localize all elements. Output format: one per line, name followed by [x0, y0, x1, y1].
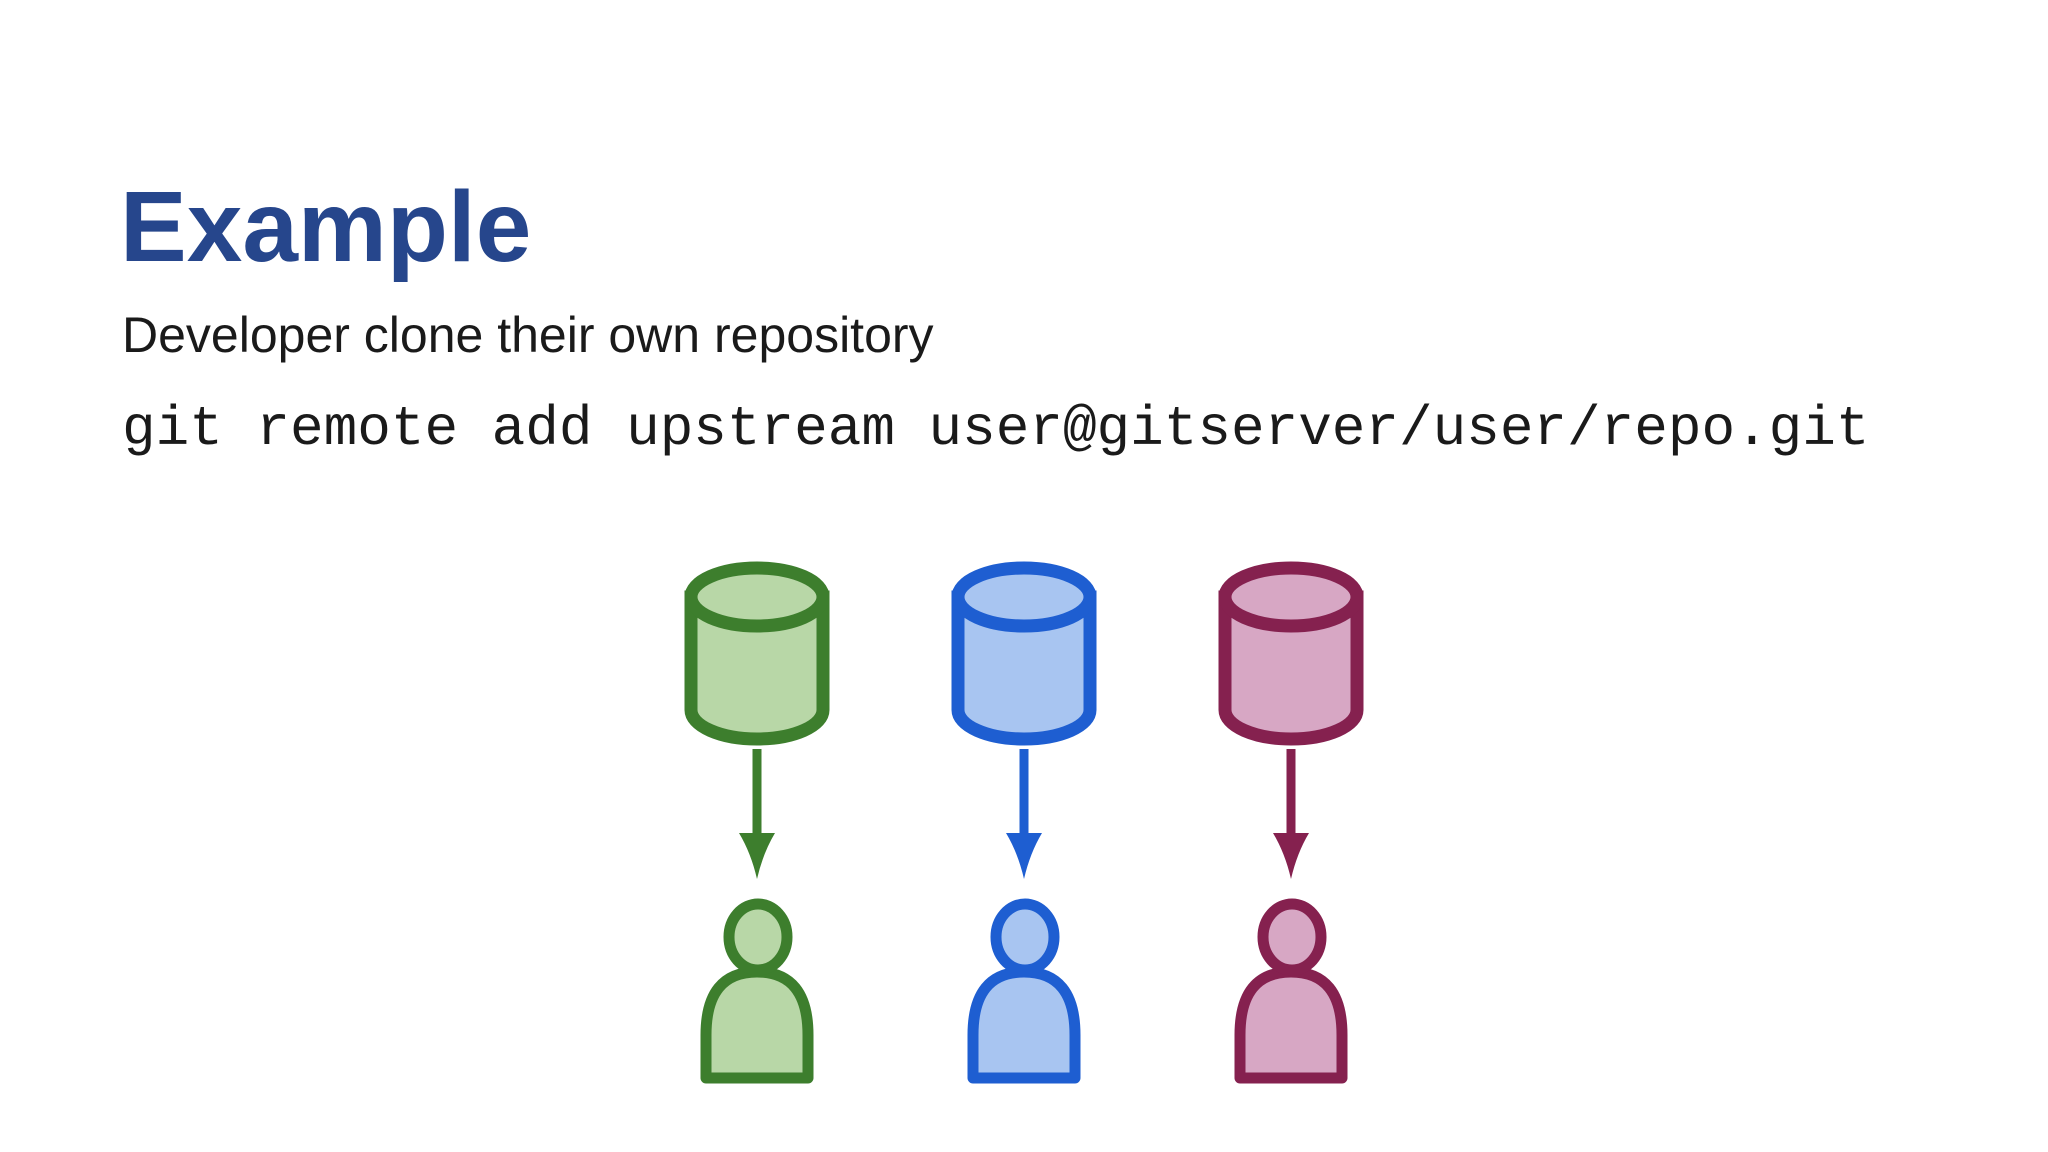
clone-arrow-icon: [1273, 749, 1309, 879]
maroon-repo-column: [1201, 561, 1381, 1085]
clone-arrow-icon: [739, 749, 775, 879]
developer-icon: [1234, 898, 1348, 1084]
repo-column-graphic: [1218, 561, 1364, 1084]
developer-icon: [967, 898, 1081, 1084]
green-repo-column: [667, 561, 847, 1085]
slide-heading-text: Developer clone their own repository: [122, 307, 934, 363]
repo-column-graphic: [684, 561, 830, 1084]
repository-cylinder-icon: [684, 561, 830, 746]
clone-arrow-icon: [1006, 749, 1042, 879]
developer-icon: [700, 898, 814, 1084]
clone-diagram: [667, 561, 1381, 1085]
blue-repo-column: [934, 561, 1114, 1085]
git-command-text: git remote add upstream user@gitserver/u…: [122, 397, 1870, 461]
page-title: Example: [120, 171, 532, 283]
repository-cylinder-icon: [1218, 561, 1364, 746]
repo-column-graphic: [951, 561, 1097, 1084]
repository-cylinder-icon: [951, 561, 1097, 746]
